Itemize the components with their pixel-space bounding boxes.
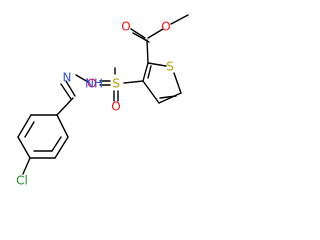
bond-benzene-to-cl xyxy=(22,157,31,175)
atom-label-ester-oxygen: O xyxy=(161,20,170,34)
bond-carbonyl-to-thiophene xyxy=(146,39,149,64)
bond-thiophene-to-sulfonyl xyxy=(123,80,144,84)
atom-label-nh: NH xyxy=(85,77,103,91)
bond-methyl-ester-oxygen xyxy=(170,14,189,25)
bond-thiophene-c3-c2 xyxy=(142,62,149,82)
bond-benzene-inner-b xyxy=(24,121,35,138)
bond-benzene-2-3 xyxy=(54,136,69,159)
bond-thiophene-c5-c4 xyxy=(158,92,182,104)
atom-label-sulfonyl-oxygen-bottom: O xyxy=(111,100,120,114)
bond-layer xyxy=(17,14,189,175)
bond-n-ch-2 xyxy=(60,83,72,100)
bond-ch-to-phenyl xyxy=(56,97,74,116)
bond-benzene-1-2 xyxy=(56,114,69,138)
atom-label-chlorine: Cl xyxy=(16,174,28,188)
bond-ester-oxygen-carbonyl-carbon xyxy=(147,28,164,39)
atom-label-carbonyl-oxygen: O xyxy=(121,20,130,34)
bond-nh-to-n xyxy=(75,74,89,83)
bond-benzene-5-6 xyxy=(17,114,32,138)
bond-thiophene-c2-s xyxy=(147,62,167,67)
atom-label-imine-nitrogen: N xyxy=(63,71,72,85)
bond-benzene-inner-a xyxy=(51,136,62,152)
bond-thiophene-s-c5 xyxy=(173,72,182,94)
bond-thiophene-c4-c3 xyxy=(142,80,160,104)
bond-carbonyl-double-1 xyxy=(130,28,146,39)
atom-label-layer: O O S S O O NH N Cl xyxy=(16,20,174,188)
bond-n-ch-1 xyxy=(65,80,76,97)
atom-label-thiophene-sulfur: S xyxy=(166,60,174,74)
bond-benzene-4-5 xyxy=(17,136,31,159)
atom-label-sulfonyl-sulfur: S xyxy=(112,77,120,91)
bond-thiophene-c3-c2-inner xyxy=(147,65,152,79)
atom-label-sulfonyl-oxygen-left: O xyxy=(87,77,96,91)
bond-thiophene-c5-c4-inner xyxy=(159,95,177,99)
molecule-structure: O O S S O O NH N Cl xyxy=(16,14,189,188)
